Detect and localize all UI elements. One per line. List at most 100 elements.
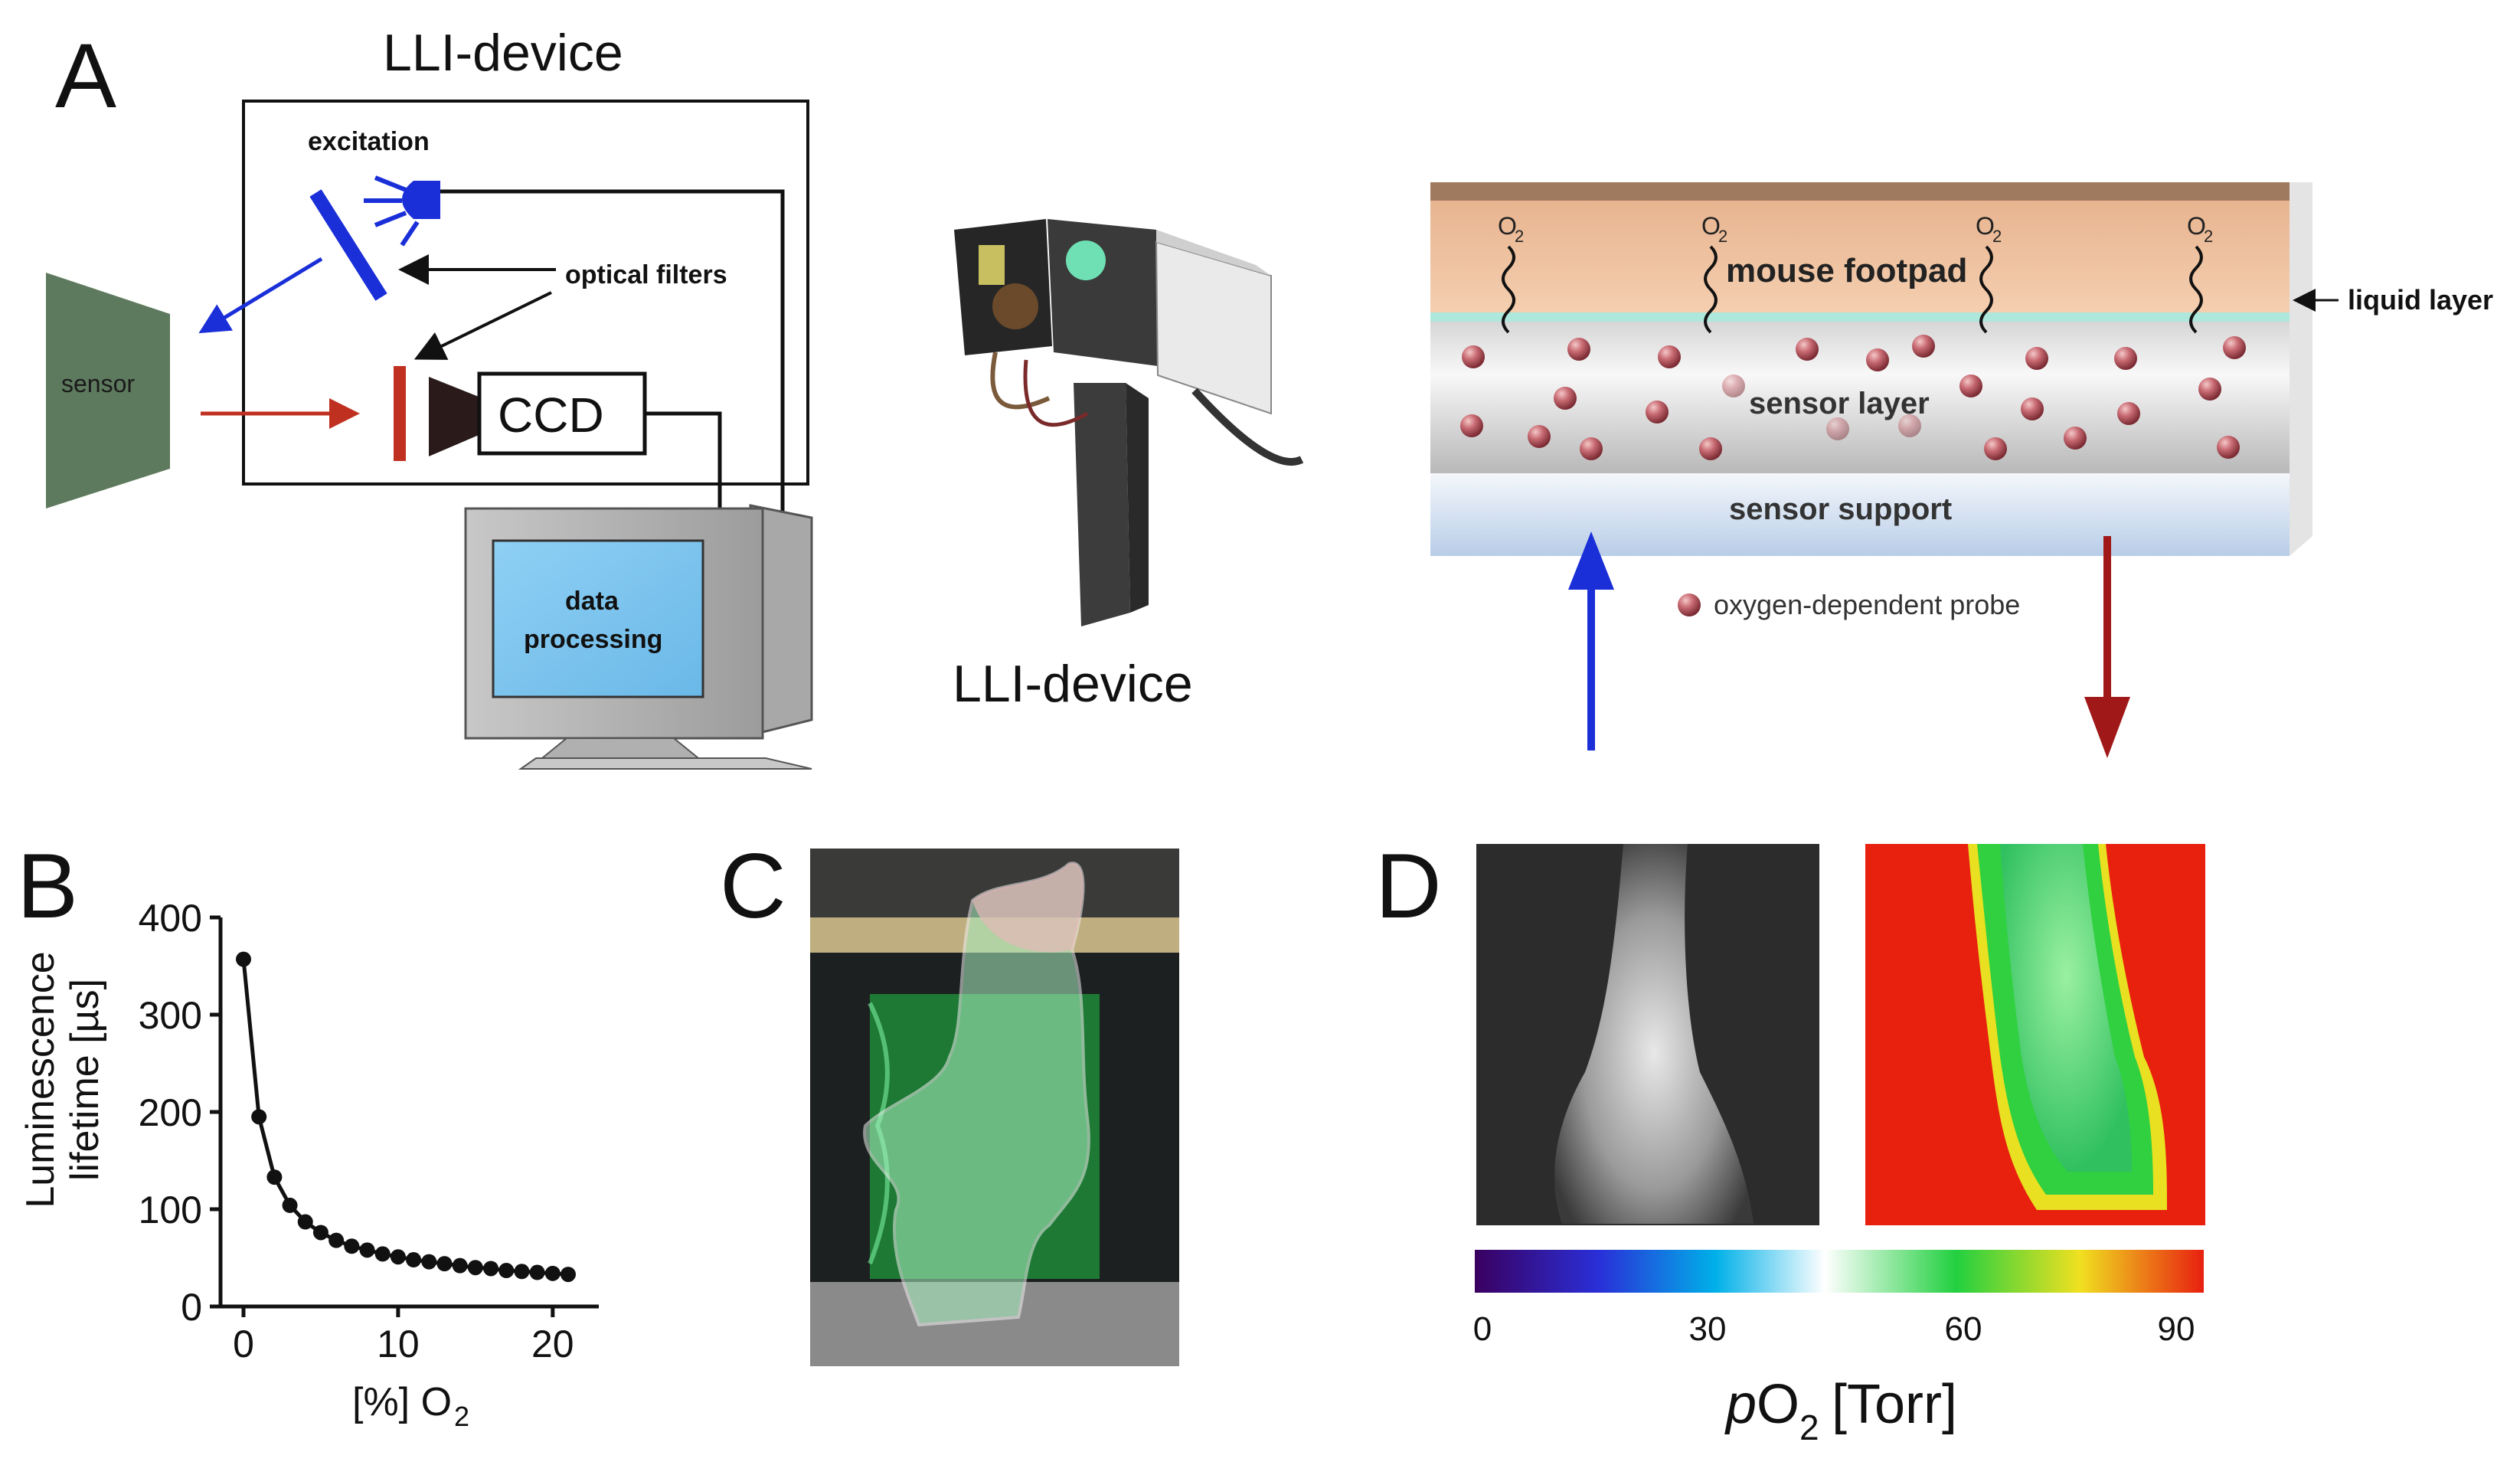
- sensor-layer-label: sensor layer: [1749, 387, 1930, 420]
- data-point: [236, 951, 251, 967]
- lli-device-photo: [954, 219, 1304, 626]
- excitation-lamp-icon: [364, 175, 440, 247]
- device-box: [242, 100, 809, 486]
- x-tick-label: 0: [233, 1323, 254, 1365]
- mouse-footpad-layer: [1430, 201, 2290, 312]
- probe-particle: [1959, 374, 1982, 397]
- data-point: [297, 1214, 313, 1230]
- chart-ylabel-line2: lifetime [µs]: [63, 979, 107, 1181]
- po2-map-image: [1865, 844, 2205, 1225]
- probe-particle: [2223, 336, 2246, 359]
- probe-particle: [1866, 348, 1889, 371]
- o2-squiggle-2: [1704, 245, 1718, 334]
- sensor-block: [46, 273, 170, 508]
- data-point: [390, 1249, 406, 1265]
- svg-text:2: 2: [1992, 227, 2002, 246]
- data-point: [436, 1256, 453, 1272]
- probe-particle: [2117, 402, 2140, 425]
- ccd-box: [477, 371, 647, 456]
- excitation-up-arrow: [1568, 531, 1614, 750]
- probe-legend-icon: [1678, 594, 1701, 616]
- colorbar-label-unit: [Torr]: [1816, 1374, 1957, 1435]
- svg-text:2: 2: [2204, 227, 2213, 246]
- svg-text:O: O: [1701, 212, 1721, 240]
- panel-b-letter: B: [17, 835, 78, 937]
- panel-d-letter: D: [1375, 835, 1442, 937]
- excitation-filter: [309, 189, 387, 301]
- sensor-diagram: [1430, 182, 2312, 556]
- o2-squiggle-3: [1979, 245, 1993, 334]
- data-point: [421, 1254, 437, 1270]
- colorbar-label-p: p: [1724, 1374, 1757, 1435]
- probe-particle: [2021, 397, 2044, 420]
- data-point: [498, 1263, 515, 1279]
- o2-label-4: O 2: [2187, 212, 2213, 246]
- chart-ylabel-line1: Luminescence: [18, 951, 63, 1208]
- computer-monitor-icon: [464, 504, 813, 770]
- emission-filter: [394, 366, 406, 461]
- data-point: [514, 1264, 530, 1280]
- filter-pointer-lower: [413, 291, 552, 360]
- probe-particle: [1796, 338, 1819, 361]
- probe-particle: [2064, 427, 2087, 450]
- probe-particle: [1984, 437, 2007, 460]
- colorbar-label: p O 2 [Torr]: [1724, 1374, 1957, 1447]
- data-processing-label-2: processing: [524, 625, 662, 654]
- y-tick-label: 100: [139, 1189, 202, 1231]
- svg-text:2: 2: [1515, 227, 1524, 246]
- data-point: [544, 1265, 561, 1281]
- data-point: [359, 1242, 375, 1258]
- data-point: [312, 1225, 328, 1241]
- probe-particle: [1912, 335, 1935, 358]
- probe-particle: [2114, 347, 2137, 370]
- panel-a-letter: A: [55, 25, 116, 127]
- probe-particle: [1658, 345, 1681, 368]
- colorbar-tick-0: 0: [1473, 1310, 1492, 1348]
- probe-particle: [1580, 437, 1603, 460]
- probe-particle: [1528, 425, 1551, 448]
- emission-down-arrow: [2084, 536, 2130, 758]
- colorbar-tick-60: 60: [1945, 1310, 1982, 1348]
- ccd-cable: [645, 411, 722, 515]
- y-tick-label: 0: [181, 1286, 202, 1329]
- probe-particle: [2025, 347, 2048, 370]
- probe-particle: [1898, 414, 1921, 437]
- svg-text:O: O: [1976, 212, 1995, 240]
- probe-particle: [2217, 436, 2240, 459]
- data-point: [406, 1252, 422, 1268]
- data-point: [483, 1261, 499, 1277]
- colorbar-label-sub: 2: [1799, 1408, 1819, 1447]
- device-photo-caption: LLI-device: [953, 655, 1193, 713]
- panel-b: B Luminescence lifetime [µs] 01002003004…: [17, 835, 599, 1432]
- sensor-support-layer: [1430, 473, 2290, 556]
- data-point: [282, 1197, 298, 1213]
- ccd-label: CCD: [498, 388, 604, 443]
- lamp-cable: [440, 189, 785, 515]
- data-processing-label-1: data: [565, 587, 619, 616]
- panel-c: C: [720, 835, 1179, 1366]
- x-tick-label: 10: [377, 1323, 420, 1365]
- probe-particle: [1460, 414, 1483, 437]
- colorbar-tick-30: 30: [1689, 1310, 1727, 1348]
- probe-particle: [2198, 378, 2221, 401]
- data-point: [251, 1109, 267, 1125]
- probe-particle: [1554, 387, 1577, 410]
- x-tick-label: 20: [531, 1323, 574, 1365]
- panel-a: A LLI-device sensor excitation optical f…: [46, 24, 2493, 770]
- data-point: [266, 1169, 283, 1185]
- liquid-layer-label: liquid layer: [2348, 284, 2493, 316]
- excitation-label: excitation: [308, 127, 430, 156]
- o2-label-1: O 2: [1498, 212, 1524, 246]
- probe-particle: [1826, 417, 1849, 440]
- data-point: [529, 1264, 545, 1280]
- y-tick-label: 300: [139, 994, 202, 1037]
- data-point: [561, 1267, 576, 1283]
- data-point: [328, 1232, 345, 1248]
- probe-particle: [1722, 374, 1745, 397]
- o2-squiggle-1: [1502, 245, 1515, 334]
- colorbar: [1475, 1250, 2204, 1293]
- chart-xlabel-main: [%] O: [352, 1380, 452, 1424]
- svg-text:2: 2: [1718, 227, 1727, 246]
